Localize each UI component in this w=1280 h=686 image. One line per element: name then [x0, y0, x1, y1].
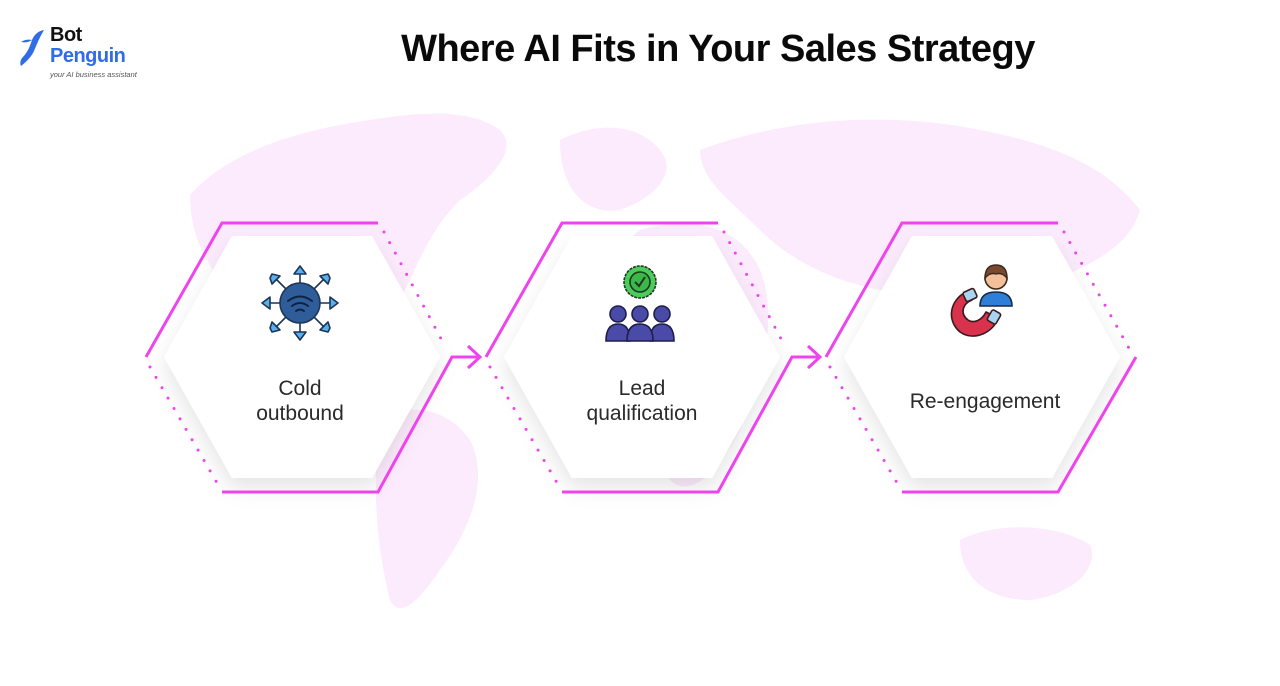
qualified-team-icon: [605, 265, 675, 342]
step-label-lead-qualification: Lead qualification: [552, 376, 732, 426]
step-2-label-line2: qualification: [586, 402, 698, 425]
logo-text-bot: Bot: [50, 24, 82, 46]
magnet-customer-icon: [950, 264, 1013, 337]
step-3-label-line1: Re-engagement: [909, 390, 1061, 413]
step-1-label-line1: Cold: [278, 377, 322, 400]
step-2-label-line1: Lead: [618, 377, 666, 400]
step-label-cold-outbound: Cold outbound: [212, 376, 388, 426]
step-label-re-engagement: Re-engagement: [882, 389, 1088, 414]
penguin-icon: [20, 30, 44, 66]
logo-tagline: your AI business assistant: [50, 70, 137, 79]
bot-penguin-logo: Bot Penguin your AI business assistant: [18, 24, 158, 84]
hexagon-step-1: [144, 221, 483, 494]
hexagon-step-2: [484, 221, 823, 494]
step-1-label-line2: outbound: [256, 402, 344, 425]
page-title: Where AI Fits in Your Sales Strategy: [401, 28, 1035, 70]
logo-text-penguin: Penguin: [50, 45, 126, 67]
broadcast-network-icon: [261, 265, 339, 341]
hexagon-step-3: [824, 221, 1138, 494]
